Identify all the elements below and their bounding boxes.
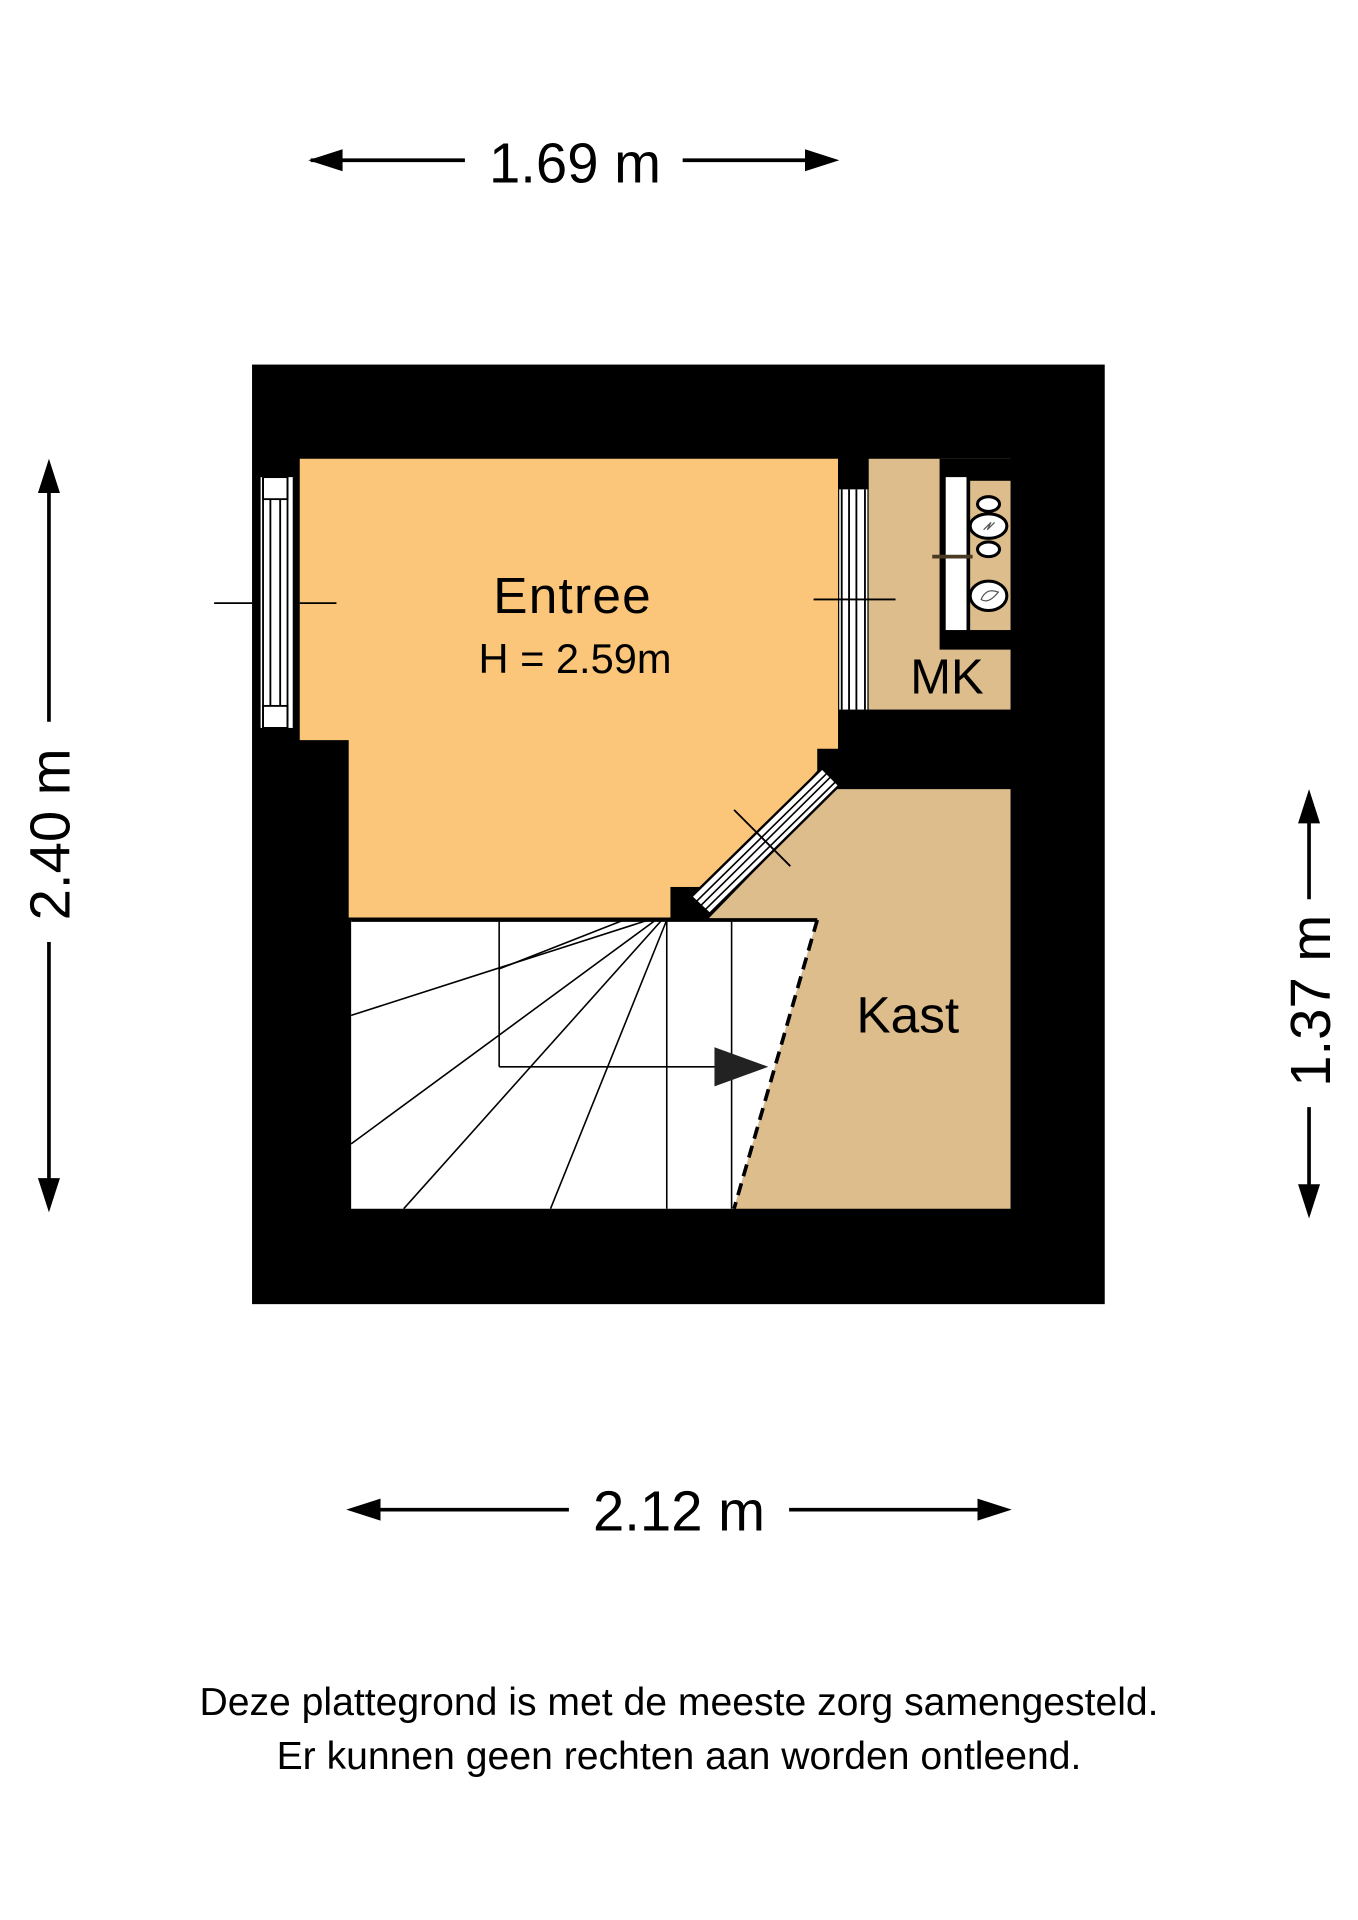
dimension-top: 1.69 m [308,131,840,194]
stair-direction-arrow-icon [714,1047,769,1087]
dimension-bottom: 2.12 m [346,1479,1012,1542]
room-entree [299,458,839,918]
room-entree-label: Entree [493,566,652,624]
room-kast [707,789,1011,1209]
meter-icon [975,495,1002,513]
water-meter-icon [968,579,1009,613]
door-diagonal [689,766,841,916]
dimension-top-label: 1.69 m [489,131,661,194]
wall-stub [838,458,869,490]
window-left [214,476,337,729]
dimension-right: 1.37 m [1279,789,1342,1219]
dimension-right-label: 1.37 m [1279,915,1342,1087]
dimension-left: 2.40 m [19,458,82,1213]
room-entree-height: H = 2.59m [479,635,672,682]
meter-icon [975,540,1002,559]
staircase [350,918,820,1210]
disclaimer-line-2: Er kunnen geen rechten aan worden ontlee… [277,1735,1082,1778]
stair-edge-dashed [732,919,820,1210]
dimension-bottom-label: 2.12 m [593,1479,765,1542]
meter-cabinet [932,458,1013,650]
room-kast-label: Kast [856,986,959,1044]
dimension-left-label: 2.40 m [19,748,82,920]
room-mk-label: MK [910,651,984,705]
disclaimer-line-1: Deze plattegrond is met de meeste zorg s… [199,1681,1158,1724]
door-mk [813,489,896,710]
